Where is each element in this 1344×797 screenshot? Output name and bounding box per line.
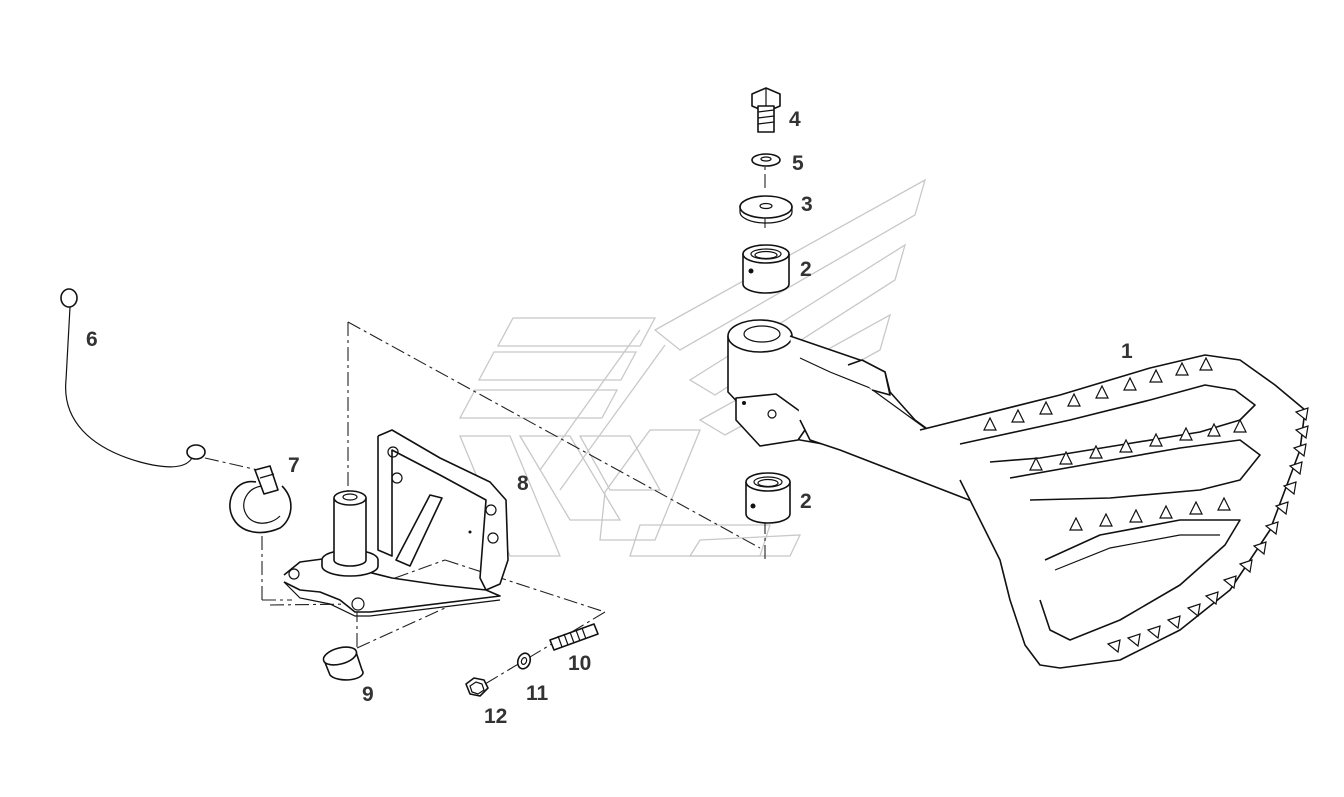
callout-6: 6	[86, 328, 98, 351]
lanyard-part-6	[60, 288, 206, 468]
callout-10: 10	[568, 652, 591, 675]
callout-5: 5	[792, 152, 804, 175]
nut-part-12	[465, 677, 489, 697]
washer-part-11	[516, 652, 532, 670]
bolt-part-4	[751, 87, 781, 133]
callout-labels: 1 2 2 3 4 5 6 7 8 9 10 11 12	[86, 108, 1133, 728]
callout-2-lower: 2	[800, 490, 812, 513]
linch-pin-part-7	[229, 465, 292, 534]
callout-3: 3	[801, 193, 813, 216]
lock-washer-part-5	[751, 153, 781, 167]
grip-teeth-row-2	[1029, 418, 1247, 471]
callout-12: 12	[484, 705, 507, 728]
callout-8: 8	[517, 472, 529, 495]
grip-teeth-outer-edge	[1106, 407, 1309, 654]
callout-1: 1	[1121, 340, 1133, 363]
bushing-part-2-upper	[742, 244, 790, 294]
assembly-centerlines	[204, 162, 766, 691]
bushing-part-2-lower	[745, 472, 791, 524]
stud-part-10	[549, 623, 599, 651]
cap-part-9	[322, 646, 364, 681]
grip-teeth-row-3	[1069, 496, 1231, 531]
callout-11: 11	[526, 682, 549, 705]
callout-7: 7	[288, 454, 300, 477]
bracket-part-8	[283, 429, 509, 617]
flat-washer-part-3	[739, 195, 793, 224]
callout-9: 9	[362, 683, 374, 706]
grip-teeth-row-1	[983, 356, 1213, 431]
callout-2-upper: 2	[800, 258, 812, 281]
footrest-part-1	[727, 319, 1309, 669]
callout-4: 4	[789, 108, 801, 131]
watermark-logo	[458, 178, 927, 557]
